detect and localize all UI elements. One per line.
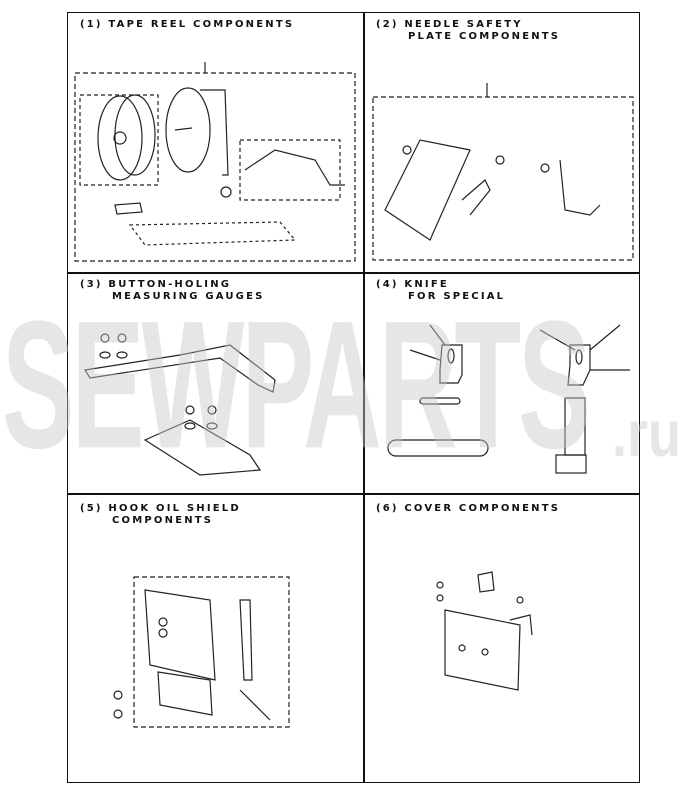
needle-safety-plate-drawing <box>372 83 634 261</box>
tape-reel-drawing <box>74 62 356 262</box>
parts-diagram-grid: (1) TAPE REEL COMPONENTS (2) NEEDLE SAFE… <box>67 12 640 783</box>
panel-1-title: (1) TAPE REEL COMPONENTS <box>80 19 295 30</box>
hook-oil-shield-drawing <box>113 576 290 728</box>
panel-6-title: (6) COVER COMPONENTS <box>376 503 561 514</box>
column-divider <box>363 13 365 782</box>
row-divider <box>68 493 639 495</box>
row-divider <box>68 272 639 274</box>
measuring-gauges-drawing <box>84 333 276 476</box>
knife-drawing <box>387 324 630 474</box>
cover-components-drawing <box>436 571 533 691</box>
